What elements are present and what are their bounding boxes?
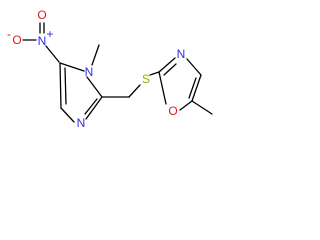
bond-s-c2ox: [149, 71, 160, 76]
nitro-minus-charge: -: [7, 27, 11, 41]
oxazole-o-label: O: [168, 104, 177, 118]
atom-labels: O O - N + N N S N O: [7, 8, 185, 130]
imidazole-n1-label: N: [85, 65, 94, 79]
bond-c4-c5-inner: [64, 67, 67, 105]
bond-c4-c5: [59, 62, 62, 109]
oxazole-n-label: N: [177, 47, 186, 61]
bond-c5ox-o: [179, 100, 193, 111]
bond-c5ox-methyl: [191, 100, 213, 115]
bond-ch2-s: [128, 84, 141, 98]
bond-c2ox-n-inner: [163, 63, 177, 76]
molecule-diagram: O O - N + N N S N O: [7, 8, 213, 130]
bond-n-c4ox: [186, 58, 202, 76]
nitro-plus-charge: +: [46, 27, 53, 41]
bond-c2-n3-inner: [84, 98, 98, 115]
bond-n1-methyl: [91, 44, 100, 66]
bond-n1-c2: [86, 76, 103, 98]
bond-c4ox-c5ox-inner: [188, 77, 197, 99]
bond-c5-n1: [59, 62, 85, 72]
bond-c2ox-n: [158, 57, 176, 73]
bonds: [22, 22, 213, 123]
nitro-oxygen-minus: O: [12, 33, 21, 47]
nitro-nitrogen: N: [38, 34, 47, 48]
bond-c2-n3: [85, 96, 103, 120]
imidazole-n3-label: N: [77, 116, 86, 130]
bond-o-c2ox: [158, 71, 167, 105]
nitro-oxygen-top: O: [37, 8, 46, 22]
bond-c4ox-c5ox: [191, 74, 202, 102]
sulfur-label: S: [142, 72, 150, 86]
bond-n3-c4: [60, 107, 75, 123]
bond-nitro-c5: [45, 45, 60, 63]
